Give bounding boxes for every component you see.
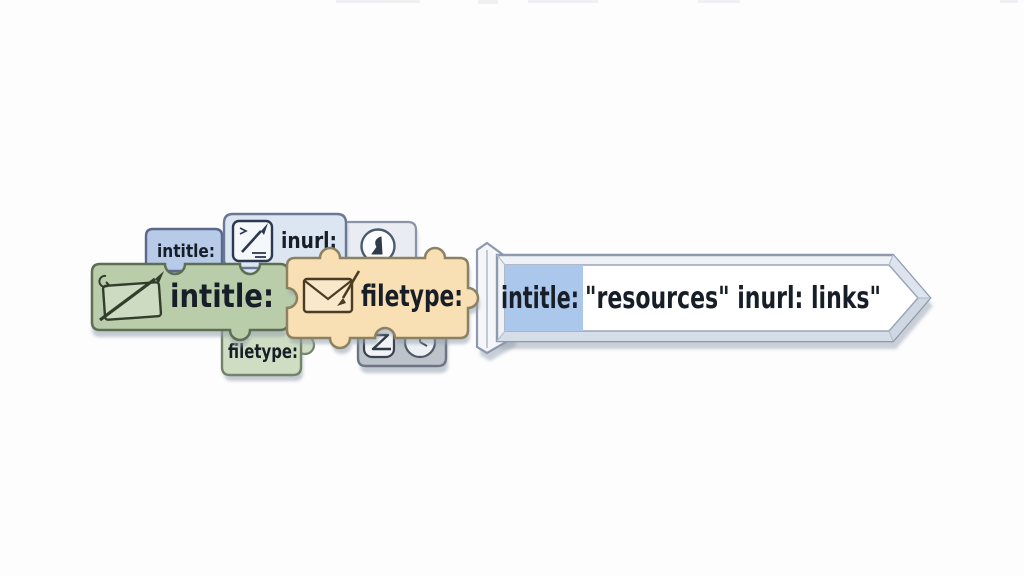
- filetype-main-label: filetype:: [361, 279, 463, 313]
- arrow-bevel-tip-lower: [889, 298, 930, 341]
- puzzle-piece-circle-badge: [336, 220, 418, 273]
- puzzle-piece-filetype-main: filetype:: [285, 246, 480, 354]
- pennant-circle-icon: [360, 228, 396, 264]
- write-note-icon: [231, 219, 274, 263]
- intitle-main-label: intitle:: [170, 277, 274, 315]
- operator-highlight: [505, 265, 583, 331]
- top-edge-artifacts: [336, 0, 1018, 4]
- puzzle-piece-intitle-main: intitle:: [90, 262, 300, 347]
- arrow-bevel-tip-upper: [889, 255, 930, 298]
- puzzle-piece-filetype-small: filetype:: [220, 323, 316, 381]
- arrow-bevel-seams: [496, 254, 930, 342]
- envelope-pen-icon: [302, 270, 361, 314]
- intitle-small-label: intitle:: [157, 242, 215, 262]
- search-bar-operator-text: intitle:: [501, 281, 579, 316]
- edit-title-icon: [98, 271, 164, 322]
- filetype-small-label: filetype:: [228, 340, 298, 363]
- search-bar-query-text: "resources" inurl: links": [585, 281, 881, 316]
- search-bar-arrow: intitle: "resources" inurl: links": [475, 241, 933, 361]
- arrow-bevel-bottom: [497, 331, 893, 341]
